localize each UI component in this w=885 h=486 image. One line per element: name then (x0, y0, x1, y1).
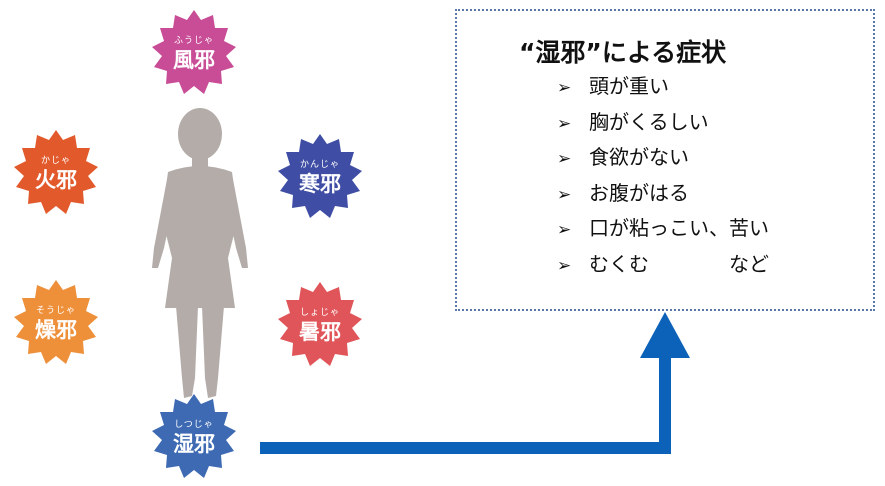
symptom-list: ➢ 頭が重い ➢ 胸がくるしい ➢ 食欲がない ➢ お腹がはる ➢ 口が粘っこい、苦い ➢… (557, 69, 769, 282)
arrow-head (640, 312, 690, 358)
bullet-arrow-icon: ➢ (557, 184, 572, 205)
souja-label: 燥邪 (35, 317, 77, 342)
shitsuja-badge: しつじゃ 湿邪 (146, 390, 242, 486)
kaja-shape (14, 130, 98, 214)
shoja-reading: しょじゃ (299, 308, 340, 318)
fuja-label: 風邪 (173, 47, 215, 72)
symptom-text: 食欲がない (589, 145, 689, 169)
symptom-title: “湿邪”による症状 (519, 38, 727, 67)
bullet-arrow-icon: ➢ (557, 255, 572, 276)
bullet-arrow-icon: ➢ (557, 220, 572, 240)
souja-shape (14, 280, 98, 364)
list-item: ➢ 胸がくるしい (557, 105, 769, 141)
list-item: ➢ お腹がはる (557, 176, 769, 212)
shoja-label: 暑邪 (299, 319, 341, 344)
bullet-arrow-icon: ➢ (557, 113, 572, 134)
souja-badge: そうじゃ 燥邪 (8, 276, 104, 372)
kanja-reading: かんじゃ (299, 160, 340, 170)
arrow-shaft (260, 355, 671, 454)
symptom-text: 胸がくるしい (589, 109, 709, 134)
kaja-label: 火邪 (35, 167, 77, 192)
list-item: ➢ 食欲がない (557, 140, 769, 176)
symptom-text: 口が粘っこい、苦い (589, 216, 769, 240)
shoja-badge: しょじゃ 暑邪 (272, 278, 368, 374)
shitsuja-label: 湿邪 (173, 431, 215, 456)
shitsuja-shape (152, 394, 236, 478)
list-item: ➢ 口が粘っこい、苦い (557, 211, 769, 247)
list-item: ➢ むくむ など (557, 247, 769, 283)
woman-silhouette (152, 108, 248, 398)
list-item: ➢ 頭が重い (557, 69, 769, 105)
fuja-shape (152, 10, 236, 94)
souja-reading: そうじゃ (35, 306, 76, 316)
kaja-reading: かじゃ (40, 156, 71, 166)
bullet-arrow-icon: ➢ (557, 78, 572, 98)
shoja-shape (278, 282, 362, 366)
kanja-label: 寒邪 (299, 171, 341, 196)
symptom-box: “湿邪”による症状 ➢ 頭が重い ➢ 胸がくるしい ➢ 食欲がない ➢ お腹がはる ➢ 口… (455, 9, 875, 311)
shitsuja-reading: しつじゃ (174, 420, 214, 430)
symptom-text: お腹がはる (589, 180, 689, 205)
bullet-arrow-icon: ➢ (557, 149, 572, 169)
symptom-text: むくむ など (589, 251, 769, 276)
fuja-badge: ふうじゃ 風邪 (146, 6, 242, 102)
symptom-text: 頭が重い (589, 74, 669, 98)
kaja-badge: かじゃ 火邪 (8, 126, 104, 222)
kanja-shape (278, 134, 362, 218)
kanja-badge: かんじゃ 寒邪 (272, 130, 368, 226)
fuja-reading: ふうじゃ (173, 36, 214, 46)
